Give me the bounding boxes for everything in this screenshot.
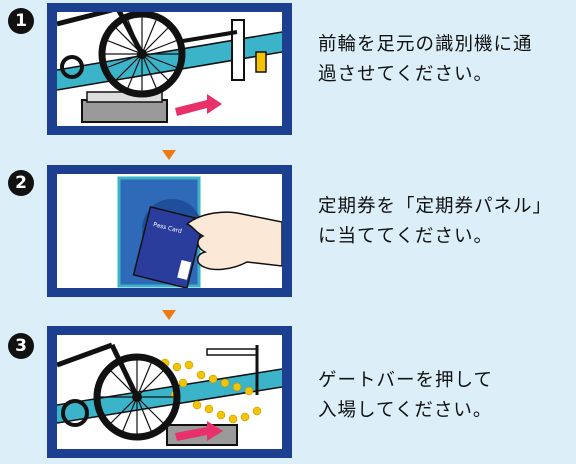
step-1-instruction: 前輪を足元の識別機に通 過させてください。 [318,34,533,85]
step-arrow-1-icon [162,150,176,160]
step-2-illustration: Pass Card [47,165,292,297]
step-1-illustration [47,3,292,135]
step-3-number: 3 [15,336,27,356]
step-3-number-icon: 3 [8,333,34,359]
gate-bar-push-image [57,342,282,446]
step-3-illustration [47,326,292,458]
step-3-instruction: ゲートバーを押して 入場してください。 [318,370,493,421]
step-1-number: 1 [15,11,27,31]
step-1-number-icon: 1 [8,8,34,34]
step-2-number: 2 [15,173,27,193]
step-2-number-icon: 2 [8,170,34,196]
bicycle-wheel-sensor-image [57,12,282,123]
step-2-instruction: 定期券を「定期券パネル」 に当ててください。 [318,196,553,247]
step-arrow-2-icon [162,310,176,320]
pass-card-panel-image: Pass Card [117,176,282,288]
